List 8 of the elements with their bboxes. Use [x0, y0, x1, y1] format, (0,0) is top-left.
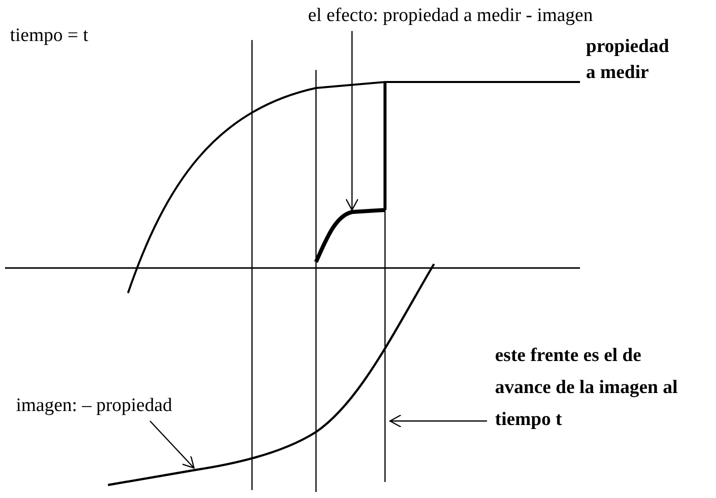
label-text: propiedad a medir [586, 35, 670, 85]
annotation-text: imagen: – propiedad [16, 394, 174, 418]
leader-arrow [150, 420, 195, 469]
annotation-text: el efecto: propiedad a medir - imagen [308, 4, 594, 28]
annotation-text: este frente es el de avance de la imagen al tiempo t [495, 344, 679, 432]
label-text: tiempo = t [10, 24, 90, 48]
leader-arrow [345, 31, 359, 211]
leader-arrow [389, 414, 487, 428]
